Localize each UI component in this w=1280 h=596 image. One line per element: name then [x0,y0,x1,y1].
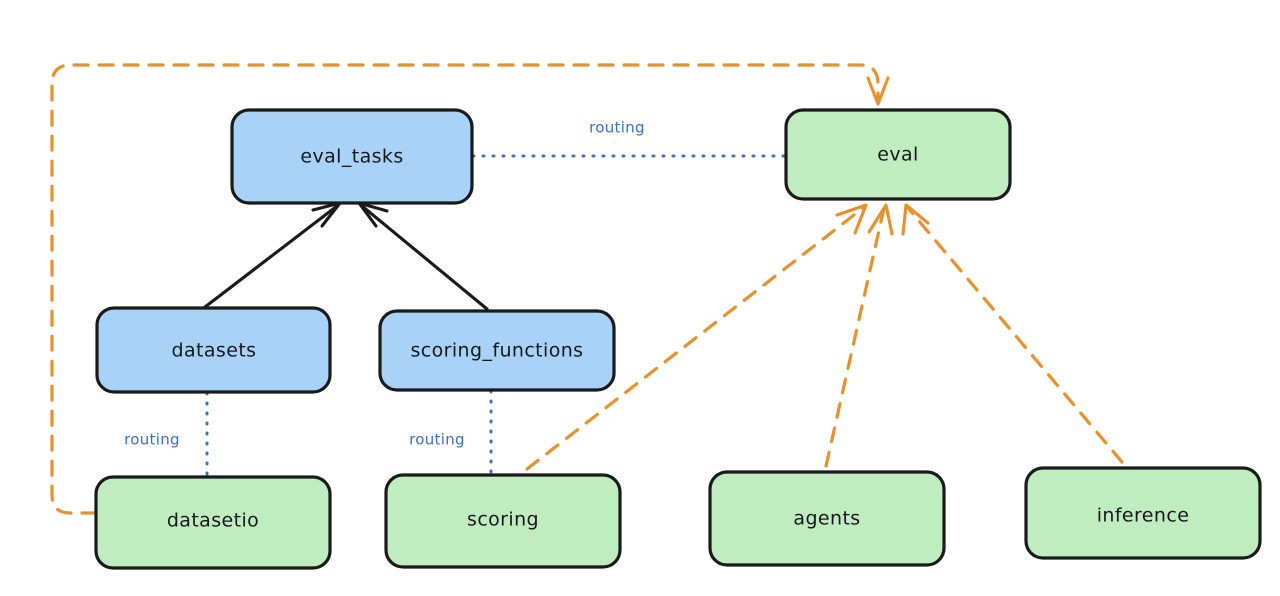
node-datasets-shape[interactable] [95,306,332,394]
node-eval-shape[interactable] [784,108,1012,201]
node-inference-shape[interactable] [1024,466,1262,560]
node-agents-shape[interactable] [708,470,946,567]
node-agents-label: agents [793,508,860,530]
edge-datasets-to-eval-tasks [203,201,342,309]
edge-datasetio-to-eval [50,63,890,515]
node-eval-label: eval [877,144,918,166]
node-eval-tasks-label: eval_tasks [300,146,403,168]
node-inference[interactable]: inference [1024,466,1262,560]
edge-label-routing-scoring: routing [409,431,465,449]
edge-label-routing-eval: routing [589,119,645,137]
node-datasets[interactable]: datasets [95,306,332,394]
node-scoring-label: scoring [467,509,539,531]
edge-inference-to-eval [901,203,1124,464]
node-scoring-functions-shape[interactable] [378,309,616,392]
node-datasetio[interactable]: datasetio [94,475,332,570]
edge-scoring-functions-to-eval-tasks [357,201,489,311]
node-agents[interactable]: agents [708,470,946,567]
edge-eval-tasks-to-eval-routing: routing [471,119,787,158]
edge-label-routing-datasets: routing [124,431,180,449]
node-scoring[interactable]: scoring [384,473,622,569]
edge-agents-to-eval [824,203,894,468]
node-scoring-shape[interactable] [384,473,622,569]
edge-datasets-to-datasetio-routing: routing [124,391,209,478]
edge-scoring-to-eval [525,203,868,471]
node-datasetio-label: datasetio [167,510,259,532]
node-eval-tasks-shape[interactable] [230,108,474,205]
node-inference-label: inference [1097,505,1190,527]
edge-scoring-functions-to-scoring-routing: routing [409,389,493,476]
node-eval[interactable]: eval [784,108,1012,201]
node-scoring-functions-label: scoring_functions [411,340,584,362]
node-eval-tasks[interactable]: eval_tasks [230,108,474,205]
node-datasets-label: datasets [172,340,257,362]
node-datasetio-shape[interactable] [94,475,332,570]
node-scoring-functions[interactable]: scoring_functions [378,309,616,392]
